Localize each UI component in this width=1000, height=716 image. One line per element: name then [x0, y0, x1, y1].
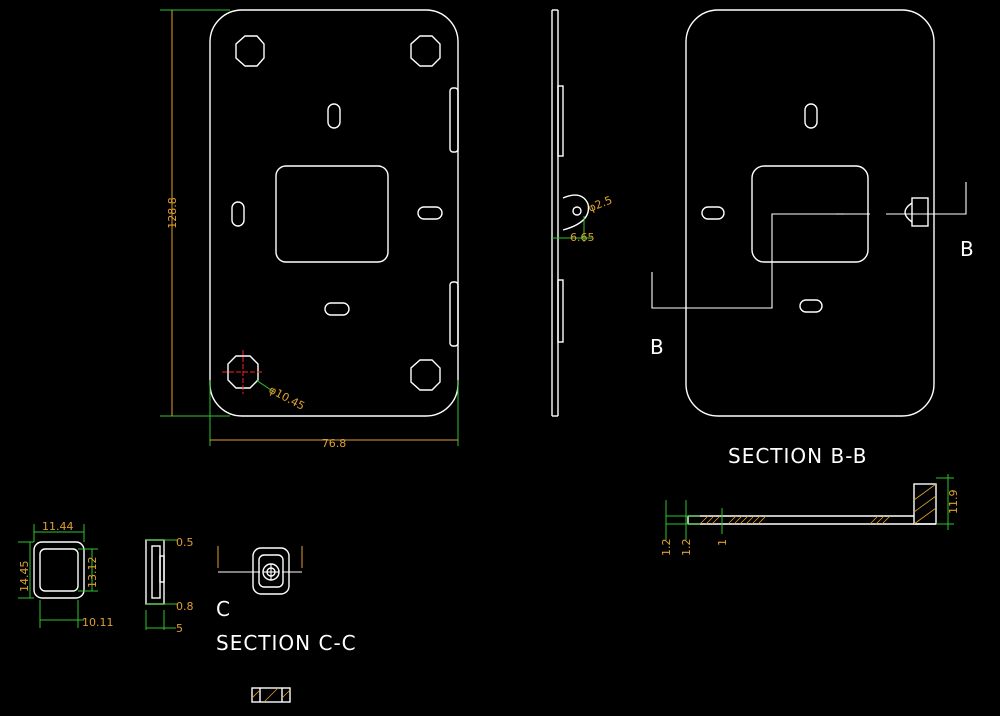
bb-dim-2: 1.2 — [680, 539, 693, 557]
pin-offset-text: 6.65 — [570, 231, 595, 244]
corner-hole-tl — [235, 35, 265, 67]
slot-right — [417, 206, 443, 220]
side-view: φ2.5 6.65 — [551, 9, 614, 417]
height-dimension: 128.8 — [160, 9, 230, 417]
small-side-view: 0.5 0.8 5 — [145, 536, 194, 635]
tab-lower — [449, 281, 459, 347]
small-front-view: 11.44 14.45 13.12 10.11 — [18, 520, 114, 629]
section-bb-profile: 1.2 1.2 1 11.9 — [660, 474, 960, 556]
front-view — [209, 9, 459, 417]
pin-dia-text: φ2.5 — [586, 193, 614, 214]
corner-hole-br — [410, 359, 441, 391]
width-dimension: 76.8 — [209, 380, 459, 450]
hole-dia-leader: φ10.45 — [255, 379, 307, 413]
bb-dim-1: 1.2 — [660, 539, 673, 557]
center-window — [275, 165, 389, 263]
tab-upper — [449, 87, 459, 153]
side-top-text: 0.5 — [176, 536, 194, 549]
bb-dim-3: 1 — [716, 539, 729, 546]
side-pin — [562, 194, 590, 231]
height-dim-text: 128.8 — [166, 197, 179, 229]
section-bb-label: SECTION B-B — [728, 444, 867, 468]
right-view: B B — [650, 9, 975, 417]
small-w-text: 11.44 — [42, 520, 74, 533]
right-plate-outline — [685, 9, 935, 417]
cut-label-b-right: B — [960, 237, 975, 261]
width-dim-text: 76.8 — [322, 437, 347, 450]
section-cc-label: SECTION C-C — [216, 631, 357, 655]
small-h-outer-text: 14.45 — [18, 561, 31, 593]
section-cc-profile — [251, 687, 291, 703]
plate-outline — [209, 9, 459, 417]
small-w-inner-text: 10.11 — [82, 616, 114, 629]
section-c-marker: C — [216, 546, 303, 621]
corner-hole-tr — [410, 35, 441, 67]
bb-dim-h: 11.9 — [947, 490, 960, 515]
hole-dia-text: φ10.45 — [267, 383, 307, 413]
cut-label-b-left: B — [650, 335, 665, 359]
slot-top — [327, 103, 341, 129]
slot-left — [231, 201, 245, 227]
cut-label-c: C — [216, 597, 231, 621]
small-h-inner-text: 13.12 — [86, 557, 99, 589]
slot-bottom — [324, 302, 350, 316]
corner-hole-bl — [227, 355, 259, 389]
side-mid-text: 0.8 — [176, 600, 194, 613]
side-bot-text: 5 — [176, 622, 183, 635]
